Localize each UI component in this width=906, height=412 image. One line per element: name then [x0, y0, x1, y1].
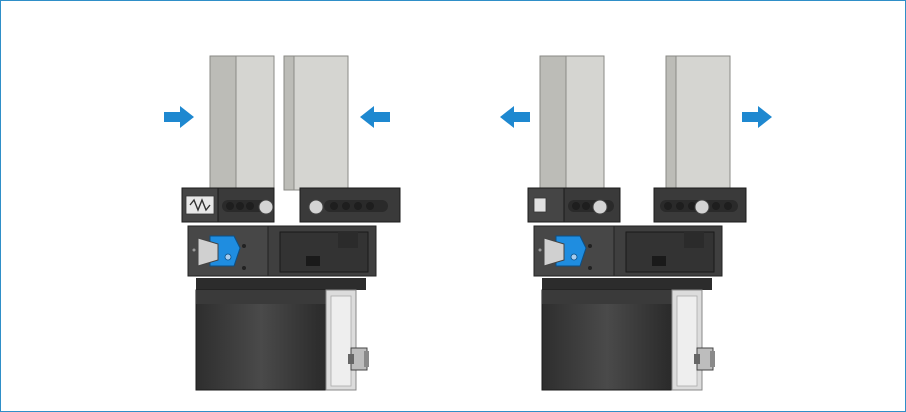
- right-jaw-finger: [283, 55, 349, 191]
- jaw-slide-rail: [527, 187, 747, 223]
- jaw-slide-rail: [181, 187, 401, 223]
- arrow-right-icon: [164, 106, 194, 128]
- panel-closing: [164, 55, 401, 391]
- gripper-body: [533, 225, 723, 391]
- right-jaw-finger: [665, 55, 731, 191]
- arrow-left-icon: [360, 106, 390, 128]
- arrow-left-icon: [500, 106, 530, 128]
- left-jaw-finger: [209, 55, 275, 191]
- panel-opening: [500, 55, 772, 391]
- gripper-body: [187, 225, 377, 391]
- arrow-right-icon: [742, 106, 772, 128]
- left-jaw-finger: [539, 55, 605, 191]
